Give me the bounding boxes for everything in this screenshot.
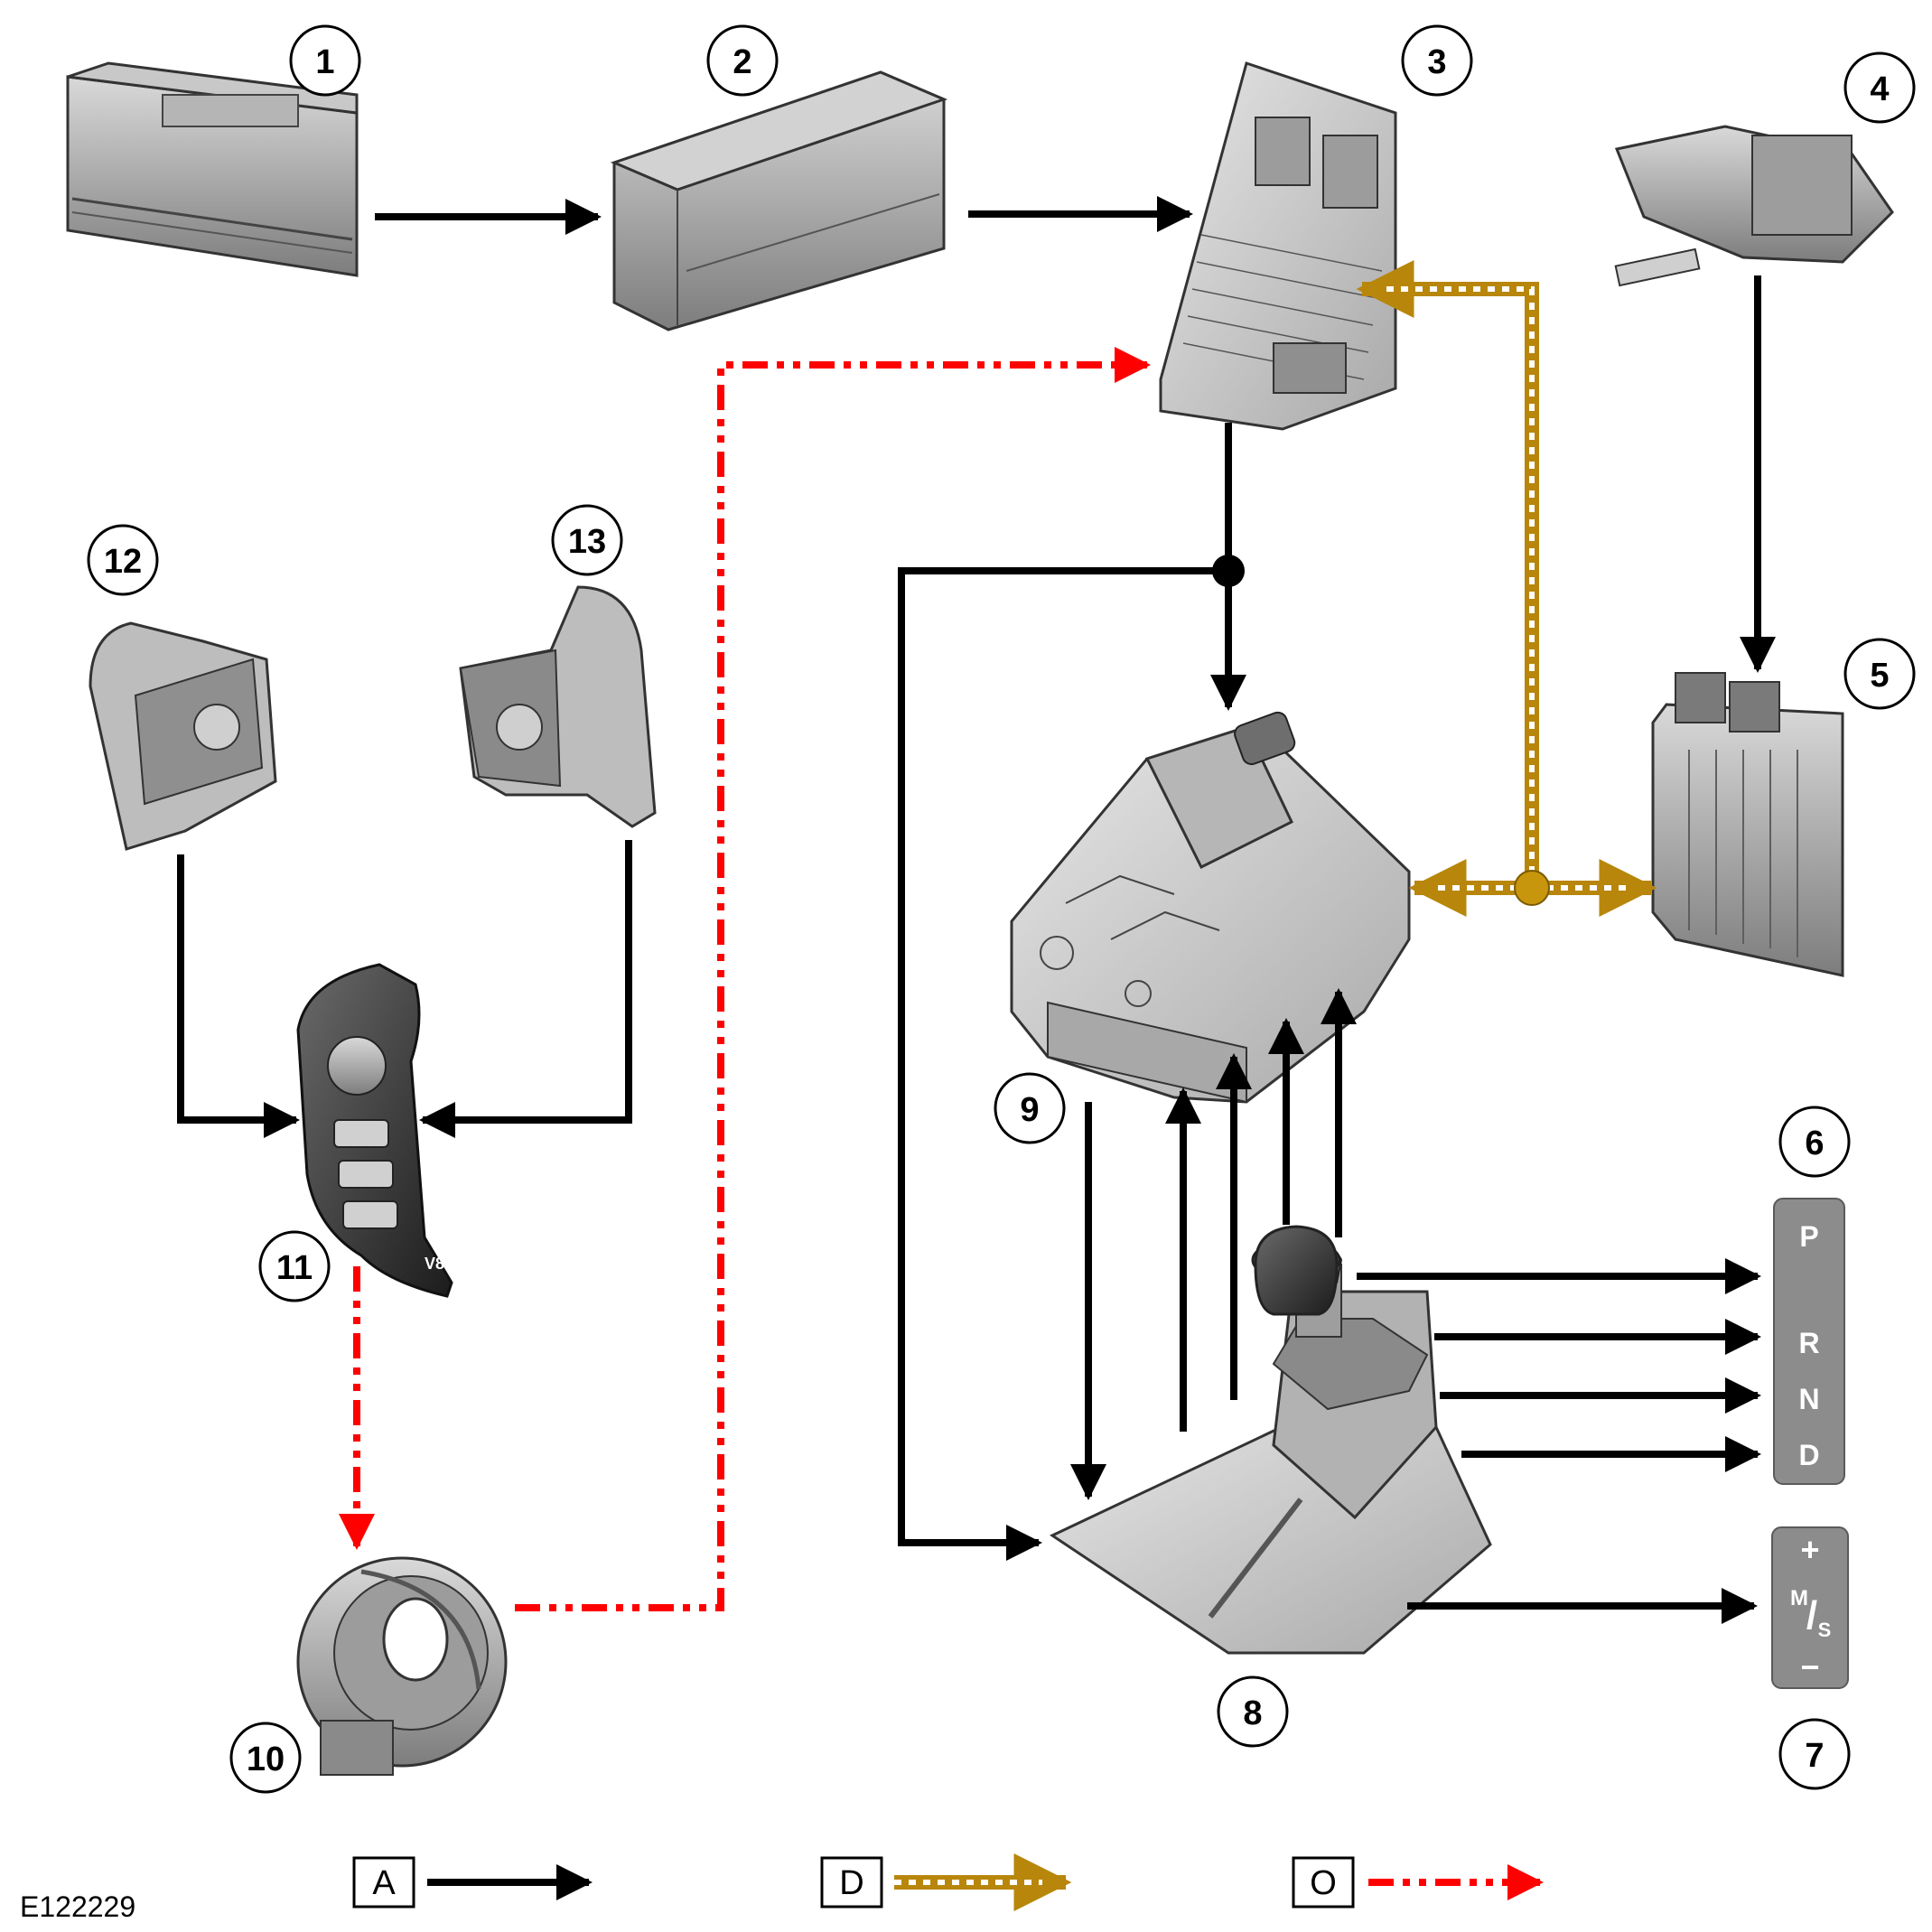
legend-item-a: A [352,1856,593,1909]
svg-text:1: 1 [315,43,334,81]
callout-13: 13 [551,504,623,576]
callout-2: 2 [706,24,779,97]
legend-item-o: O [1292,1856,1544,1909]
v8-badge: V8 [425,1255,444,1273]
svg-text:6: 6 [1805,1125,1824,1162]
svg-text:D: D [839,1864,863,1902]
gold-bus-connections [1356,260,1657,917]
callout-12: 12 [87,524,159,596]
indicator-r: R [1798,1327,1819,1359]
selector-indicator-panel: P R N D [1773,1198,1845,1485]
battery-junction-box-component [610,70,948,331]
clockspring-component [296,1556,508,1776]
engine-control-module-component [1651,672,1844,977]
callout-4: 4 [1843,51,1916,124]
svg-text:4: 4 [1870,70,1889,108]
indicator-p: P [1799,1220,1818,1253]
callout-8: 8 [1217,1675,1289,1748]
battery-component [66,61,359,277]
hardwired-connections [177,196,1776,1624]
indicator-minus: − [1800,1648,1819,1685]
indicator-plus: + [1800,1531,1819,1568]
callout-9: 9 [994,1072,1066,1144]
callout-7: 7 [1778,1718,1851,1790]
steering-wheel-switchpack-component: V8 [296,963,453,1298]
callout-1: 1 [289,24,361,97]
svg-text:5: 5 [1870,657,1889,695]
indicator-m: M [1790,1586,1808,1610]
svg-text:13: 13 [568,523,606,561]
manual-gate-indicator-panel: + M / S − [1771,1526,1849,1689]
callout-10: 10 [229,1722,302,1794]
gold-bus-splice-node [1514,870,1550,906]
svg-text:7: 7 [1805,1737,1824,1775]
svg-text:8: 8 [1243,1694,1262,1732]
cjb-to-selector-link [898,567,1228,1561]
svg-text:10: 10 [247,1741,285,1778]
right-paddle-switch-component [459,585,657,828]
svg-text:9: 9 [1020,1091,1039,1129]
left-paddle-to-switchpack-link [177,854,300,1138]
central-junction-box-component [1159,61,1397,431]
figure-id: E122229 [20,1890,135,1923]
callout-labels: 1 2 3 4 5 6 7 8 9 10 11 12 13 [87,24,1916,1794]
svg-text:O: O [1310,1864,1337,1902]
can-bus-connections [339,347,1151,1611]
clockspring-to-cjb-link [515,347,1151,1611]
callout-3: 3 [1401,24,1473,97]
svg-text:11: 11 [276,1249,313,1287]
legend: A D O [352,1853,1544,1911]
splice-node [1212,555,1245,587]
callout-5: 5 [1843,638,1916,710]
transmission-control-module-component [1010,711,1411,1104]
callout-11: 11 [258,1230,331,1302]
brake-switch-component [1614,125,1894,287]
left-paddle-switch-component [89,621,277,851]
indicator-d: D [1798,1439,1819,1471]
indicator-slash: / [1806,1593,1817,1638]
transmission-selector-component [1049,1225,1492,1655]
legend-item-d: D [820,1853,1072,1911]
callout-6: 6 [1778,1106,1851,1178]
svg-text:2: 2 [733,43,751,81]
right-paddle-to-switchpack-link [419,840,632,1138]
svg-text:3: 3 [1427,43,1446,81]
svg-text:12: 12 [104,543,142,581]
svg-text:A: A [372,1864,396,1902]
indicator-s: S [1818,1619,1832,1641]
indicator-n: N [1798,1383,1819,1415]
